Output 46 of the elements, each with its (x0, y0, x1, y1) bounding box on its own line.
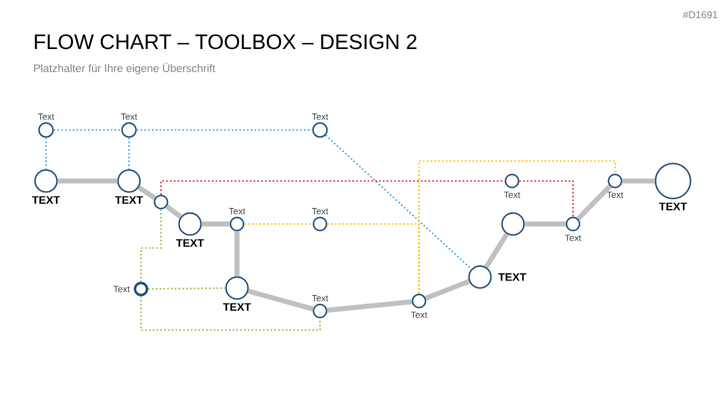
track-line (137, 185, 156, 200)
track-line (202, 222, 230, 226)
subtitle: Platzhalter für Ihre eigene Überschrift (34, 62, 216, 74)
node-label: Text (120, 114, 138, 120)
node-label: TEXT (223, 303, 251, 311)
connector-line (140, 296, 321, 331)
connector-line (325, 134, 472, 270)
track-line (576, 184, 612, 221)
track-line (248, 288, 314, 312)
connector-line (244, 223, 313, 225)
connector-line (45, 138, 47, 170)
node-label: Text (410, 312, 428, 318)
connector-line (519, 180, 574, 217)
node-label: Text (312, 114, 328, 120)
track-line (524, 222, 566, 226)
track-line (326, 299, 412, 313)
connector-line (418, 160, 616, 294)
track-line (165, 204, 182, 219)
connector-line (128, 138, 130, 170)
product-code: #D1691 (682, 11, 718, 18)
node-label: Text (504, 192, 520, 198)
connector-line (54, 129, 122, 131)
circle-marker (501, 212, 525, 236)
track-line (484, 232, 509, 268)
node-label: TEXT (115, 196, 143, 204)
connector-line (160, 180, 505, 195)
node-label: Text (228, 208, 246, 214)
title: FLOW CHART – TOOLBOX – DESIGN 2 (34, 34, 416, 50)
node-label: Text (312, 208, 328, 214)
connector-line (140, 209, 162, 282)
node-label: TEXT (32, 196, 60, 204)
track-line (234, 231, 240, 276)
connector-line (136, 129, 312, 131)
connector-line (148, 287, 226, 290)
circle-marker (154, 194, 168, 210)
track-line (424, 278, 470, 301)
track-line (58, 178, 118, 184)
node-label: Text (312, 295, 328, 302)
node-label: Text (564, 234, 582, 241)
node-label: Text (38, 114, 54, 120)
track-line (622, 178, 655, 184)
node-label: TEXT (659, 202, 687, 210)
node-label: TEXT (498, 273, 526, 281)
node-label: Text (606, 192, 624, 198)
node-label: TEXT (176, 239, 204, 247)
node-label: Text (114, 286, 130, 292)
